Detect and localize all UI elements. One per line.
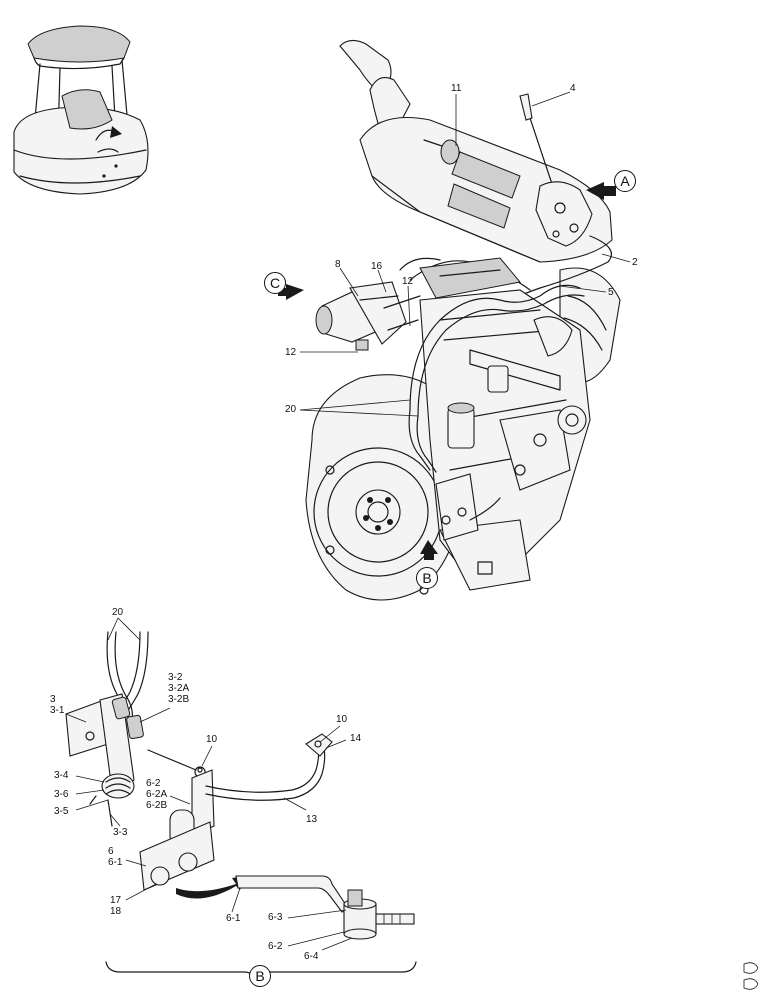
callout-6-1-detail: 6-1 <box>108 857 123 868</box>
callout-3: 3 <box>50 694 56 705</box>
callout-10-right: 10 <box>336 714 348 725</box>
upper-leaders <box>299 91 631 417</box>
callout-12-upper: 12 <box>402 276 414 287</box>
detail-b-leaders <box>65 617 353 951</box>
callout-8: 8 <box>335 259 341 270</box>
callout-3-1: 3-1 <box>50 705 65 716</box>
callout-6-4: 6-4 <box>304 951 319 962</box>
callout-20-detail: 20 <box>112 607 124 618</box>
callout-3-2: 3-2 <box>168 672 183 683</box>
callout-6-2b: 6-2B <box>146 800 168 811</box>
crop-mark <box>743 962 759 990</box>
callout-6-1-exploded: 6-1 <box>226 913 241 924</box>
view-marker-a: A <box>614 170 636 192</box>
callout-3-3: 3-3 <box>113 827 128 838</box>
callout-13: 13 <box>306 814 318 825</box>
view-marker-b-bottom: B <box>249 965 271 987</box>
detail-b-assembly <box>65 631 417 983</box>
callout-6-2: 6-2 <box>146 778 161 789</box>
callout-3-5: 3-5 <box>54 806 69 817</box>
callout-14: 14 <box>350 733 362 744</box>
callout-6-2-exploded: 6-2 <box>268 941 283 952</box>
callout-5: 5 <box>608 287 614 298</box>
throttle-cables-20 <box>399 257 585 473</box>
engine-block <box>305 257 591 601</box>
callout-12-lower: 12 <box>285 347 297 358</box>
machine-overview-inset <box>13 25 149 195</box>
callout-20-engine: 20 <box>285 404 297 415</box>
callout-17: 17 <box>110 895 122 906</box>
callout-18: 18 <box>110 906 122 917</box>
solenoid-assembly <box>315 281 421 351</box>
callout-3-6: 3-6 <box>54 789 69 800</box>
callout-6-3: 6-3 <box>268 912 283 923</box>
callout-6: 6 <box>108 846 114 857</box>
callout-3-4: 3-4 <box>54 770 69 781</box>
callout-10-left: 10 <box>206 734 218 745</box>
callout-11: 11 <box>451 83 462 94</box>
view-marker-b-top: B <box>416 567 438 589</box>
callout-3-2a: 3-2A <box>168 683 190 694</box>
callout-6-2a: 6-2A <box>146 789 168 800</box>
view-marker-c: C <box>264 272 286 294</box>
callout-16: 16 <box>371 261 383 272</box>
callout-2: 2 <box>632 257 638 268</box>
callout-4: 4 <box>570 83 576 94</box>
callout-3-2b: 3-2B <box>168 694 190 705</box>
